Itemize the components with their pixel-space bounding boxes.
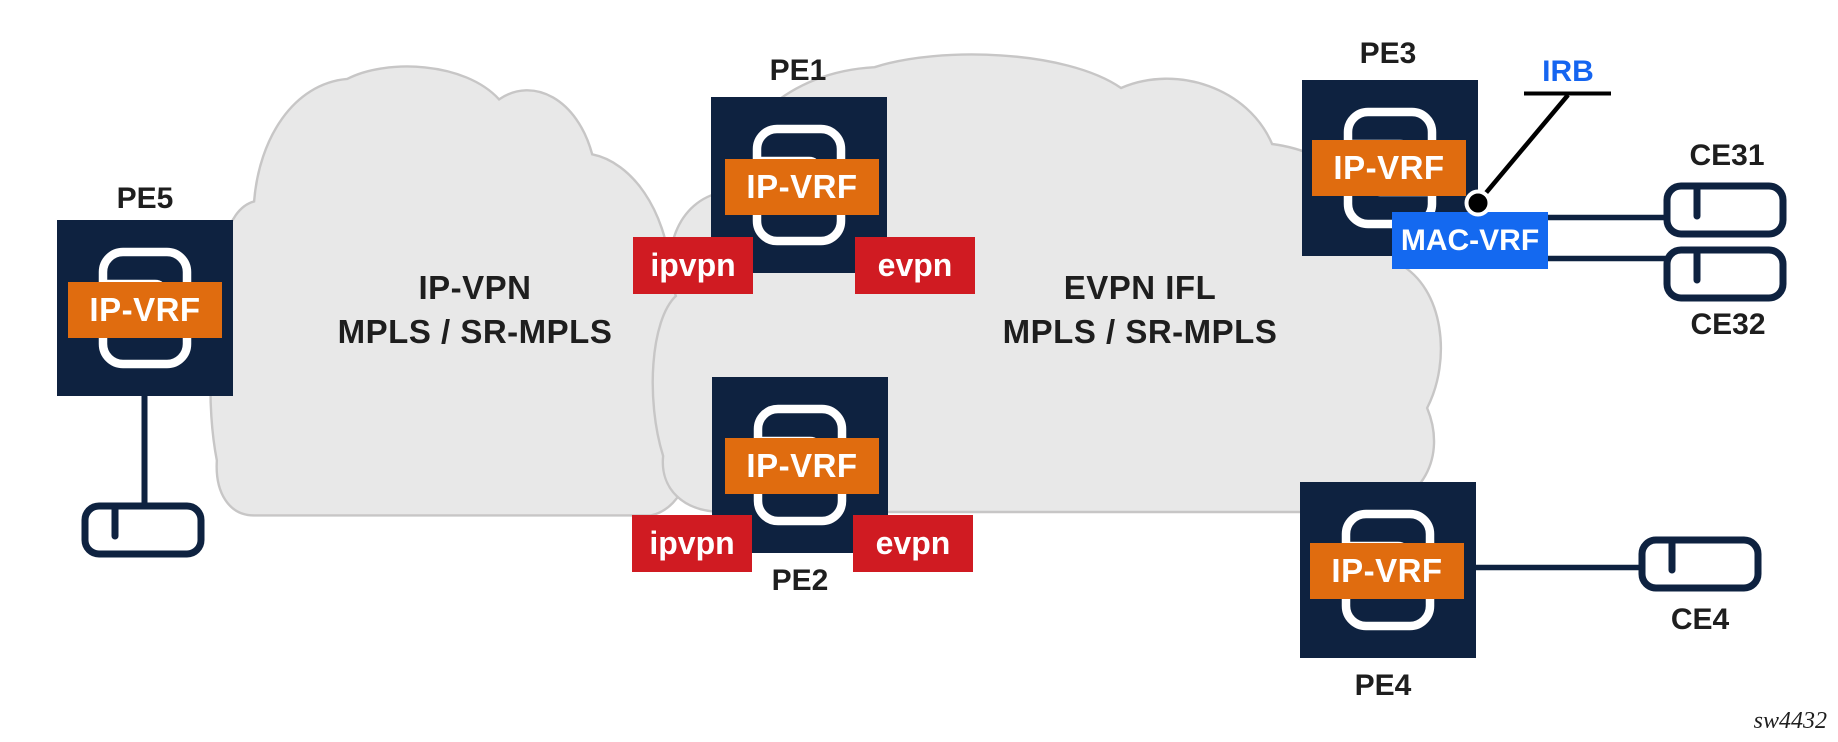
pe1-ip-vrf-banner: IP-VRF — [725, 159, 879, 215]
ce32-label: CE32 — [1690, 308, 1766, 341]
pe5-ip-vrf-banner: IP-VRF — [68, 282, 222, 338]
pe5-ce-node — [81, 502, 205, 558]
ce31-label: CE31 — [1689, 139, 1765, 172]
pe4-ip-vrf-banner: IP-VRF — [1310, 543, 1464, 599]
ipvpn-cloud-line2: MPLS / SR-MPLS — [337, 313, 613, 350]
pe4-label: PE4 — [1354, 669, 1412, 702]
figure-watermark: sw4432 — [1753, 708, 1827, 734]
irb-label: IRB — [1542, 55, 1594, 88]
pe3-mac-vrf-banner: MAC-VRF — [1392, 212, 1548, 269]
pe5-label: PE5 — [116, 182, 174, 215]
evpn-cloud-line1: EVPN IFL — [1063, 269, 1217, 306]
evpn-cloud-label: EVPN IFL MPLS / SR-MPLS — [950, 266, 1330, 354]
evpn-cloud-line2: MPLS / SR-MPLS — [1002, 313, 1278, 350]
ce4-node — [1638, 536, 1762, 592]
ce4-label: CE4 — [1670, 603, 1730, 636]
pe3-ip-vrf-banner: IP-VRF — [1312, 140, 1466, 196]
pe1-evpn-tag: evpn — [855, 237, 975, 294]
ipvpn-cloud-label: IP-VPN MPLS / SR-MPLS — [285, 266, 665, 354]
pe2-label: PE2 — [771, 564, 829, 597]
ce31-node — [1663, 182, 1787, 238]
pe1-label: PE1 — [769, 54, 827, 87]
pe1-ipvpn-tag: ipvpn — [633, 237, 753, 294]
pe2-ipvpn-tag: ipvpn — [632, 515, 752, 572]
ce32-node — [1663, 246, 1787, 302]
ipvpn-cloud-line1: IP-VPN — [418, 269, 532, 306]
pe3-label: PE3 — [1359, 37, 1417, 70]
pe2-evpn-tag: evpn — [853, 515, 973, 572]
pe2-ip-vrf-banner: IP-VRF — [725, 438, 879, 494]
